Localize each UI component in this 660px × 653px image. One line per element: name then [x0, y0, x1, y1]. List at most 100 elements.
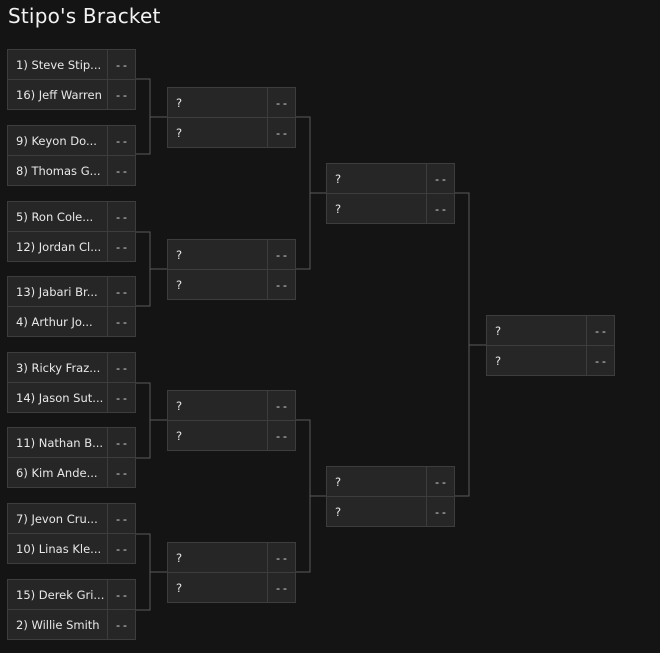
team-name: 14) Jason Sut... — [8, 383, 108, 412]
team-name: ? — [327, 164, 427, 193]
team-slot[interactable]: 9) Keyon Do... -- — [8, 126, 135, 155]
team-name: 5) Ron Cole... — [8, 202, 108, 231]
team-score: -- — [114, 284, 129, 299]
team-score: -- — [114, 511, 129, 526]
team-slot[interactable]: ? -- — [168, 420, 295, 450]
team-slot[interactable]: ? -- — [168, 88, 295, 117]
team-name: 11) Nathan B... — [8, 428, 108, 457]
match-r2-m1: ? -- ? -- — [167, 87, 296, 148]
team-slot[interactable]: ? -- — [168, 117, 295, 147]
team-score: -- — [274, 550, 289, 565]
team-score: -- — [433, 474, 448, 489]
team-score: -- — [593, 323, 608, 338]
team-slot[interactable]: 11) Nathan B... -- — [8, 428, 135, 457]
match-r2-m3: ? -- ? -- — [167, 390, 296, 451]
team-slot[interactable]: 16) Jeff Warren -- — [8, 79, 135, 109]
match-r1-m6: 11) Nathan B... -- 6) Kim Ande... -- — [7, 427, 136, 488]
team-slot[interactable]: 4) Arthur Jo... -- — [8, 306, 135, 336]
team-score: -- — [114, 541, 129, 556]
team-score: -- — [274, 277, 289, 292]
team-score: -- — [433, 504, 448, 519]
team-score: -- — [274, 398, 289, 413]
match-r2-m2: ? -- ? -- — [167, 239, 296, 300]
match-r3-m1: ? -- ? -- — [326, 163, 455, 224]
team-score: -- — [114, 163, 129, 178]
team-score: -- — [114, 587, 129, 602]
team-name: 16) Jeff Warren — [8, 80, 108, 109]
team-score: -- — [593, 353, 608, 368]
team-name: ? — [168, 270, 268, 299]
team-name: 7) Jevon Cru... — [8, 504, 108, 533]
team-score: -- — [274, 125, 289, 140]
team-name: ? — [168, 573, 268, 602]
team-name: ? — [168, 391, 268, 420]
team-slot[interactable]: 8) Thomas G... -- — [8, 155, 135, 185]
team-slot[interactable]: 10) Linas Kle... -- — [8, 533, 135, 563]
team-name: ? — [487, 316, 587, 345]
match-r1-m4: 13) Jabari Br... -- 4) Arthur Jo... -- — [7, 276, 136, 337]
team-score: -- — [114, 360, 129, 375]
team-name: ? — [327, 194, 427, 223]
team-score: -- — [114, 57, 129, 72]
team-score: -- — [114, 390, 129, 405]
team-name: 13) Jabari Br... — [8, 277, 108, 306]
team-score: -- — [114, 239, 129, 254]
match-r1-m3: 5) Ron Cole... -- 12) Jordan Cl... -- — [7, 201, 136, 262]
team-score: -- — [274, 95, 289, 110]
team-slot[interactable]: 12) Jordan Cl... -- — [8, 231, 135, 261]
team-slot[interactable]: ? -- — [487, 345, 614, 375]
team-name: ? — [168, 88, 268, 117]
team-slot[interactable]: ? -- — [327, 467, 454, 496]
team-score: -- — [274, 580, 289, 595]
team-slot[interactable]: 2) Willie Smith -- — [8, 609, 135, 639]
team-name: 4) Arthur Jo... — [8, 307, 108, 336]
team-slot[interactable]: ? -- — [168, 572, 295, 602]
team-score: -- — [114, 617, 129, 632]
team-slot[interactable]: ? -- — [487, 316, 614, 345]
match-r2-m4: ? -- ? -- — [167, 542, 296, 603]
team-slot[interactable]: ? -- — [327, 193, 454, 223]
team-slot[interactable]: 15) Derek Gri... -- — [8, 580, 135, 609]
team-score: -- — [114, 209, 129, 224]
team-name: 8) Thomas G... — [8, 156, 108, 185]
team-slot[interactable]: ? -- — [168, 240, 295, 269]
match-r1-m2: 9) Keyon Do... -- 8) Thomas G... -- — [7, 125, 136, 186]
team-slot[interactable]: 1) Steve Stip... -- — [8, 50, 135, 79]
team-score: -- — [114, 435, 129, 450]
team-name: ? — [168, 118, 268, 147]
team-slot[interactable]: 14) Jason Sut... -- — [8, 382, 135, 412]
team-score: -- — [433, 171, 448, 186]
match-final: ? -- ? -- — [486, 315, 615, 376]
team-score: -- — [114, 133, 129, 148]
team-slot[interactable]: ? -- — [168, 391, 295, 420]
team-name: ? — [327, 497, 427, 526]
team-name: 3) Ricky Fraz... — [8, 353, 108, 382]
team-name: ? — [168, 421, 268, 450]
team-slot[interactable]: 7) Jevon Cru... -- — [8, 504, 135, 533]
team-score: -- — [114, 314, 129, 329]
match-r1-m1: 1) Steve Stip... -- 16) Jeff Warren -- — [7, 49, 136, 110]
team-slot[interactable]: 3) Ricky Fraz... -- — [8, 353, 135, 382]
match-r1-m8: 15) Derek Gri... -- 2) Willie Smith -- — [7, 579, 136, 640]
team-slot[interactable]: 13) Jabari Br... -- — [8, 277, 135, 306]
team-name: 9) Keyon Do... — [8, 126, 108, 155]
team-name: ? — [487, 346, 587, 375]
match-r1-m7: 7) Jevon Cru... -- 10) Linas Kle... -- — [7, 503, 136, 564]
team-slot[interactable]: ? -- — [168, 543, 295, 572]
team-name: 2) Willie Smith — [8, 610, 108, 639]
team-score: -- — [274, 247, 289, 262]
team-slot[interactable]: 5) Ron Cole... -- — [8, 202, 135, 231]
team-score: -- — [274, 428, 289, 443]
team-name: 15) Derek Gri... — [8, 580, 108, 609]
team-slot[interactable]: ? -- — [327, 164, 454, 193]
team-name: 12) Jordan Cl... — [8, 232, 108, 261]
team-slot[interactable]: ? -- — [327, 496, 454, 526]
team-slot[interactable]: 6) Kim Ande... -- — [8, 457, 135, 487]
team-name: 6) Kim Ande... — [8, 458, 108, 487]
team-slot[interactable]: ? -- — [168, 269, 295, 299]
team-score: -- — [114, 465, 129, 480]
team-score: -- — [114, 87, 129, 102]
match-r3-m2: ? -- ? -- — [326, 466, 455, 527]
match-r1-m5: 3) Ricky Fraz... -- 14) Jason Sut... -- — [7, 352, 136, 413]
team-name: ? — [168, 240, 268, 269]
